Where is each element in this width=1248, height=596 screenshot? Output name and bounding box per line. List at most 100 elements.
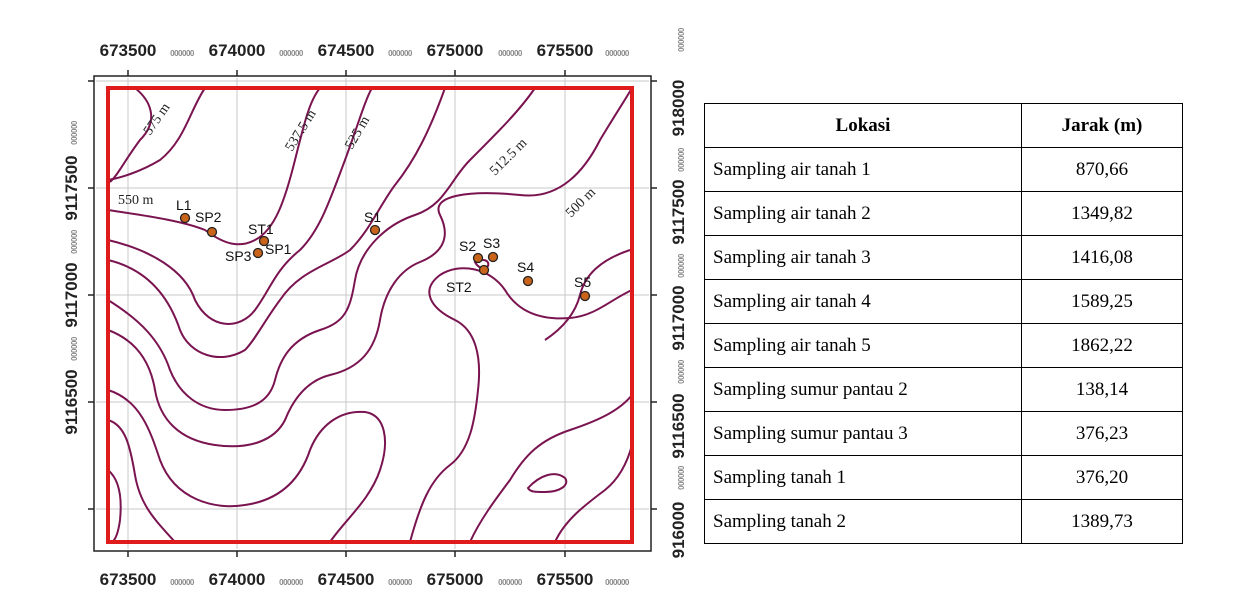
tick-marks [88,70,657,557]
x-tick-label: 673500 [100,570,157,589]
header-location: Lokasi [704,103,1022,148]
header-distance: Jarak (m) [1021,103,1183,148]
sample-points [179,212,591,302]
minor-tick-label: 000000 [70,229,79,254]
sample-point-S1 [369,224,381,236]
map-neatline [93,75,652,552]
point-label: SP3 [225,248,252,264]
cell-location: Sampling sumur pantau 2 [704,367,1022,412]
point-label: S5 [574,274,591,290]
cell-location: Sampling air tanah 3 [704,235,1022,280]
sample-point-ST2 [478,264,490,276]
y-tick-label: 9117000 [669,285,688,350]
y-tick-label: 918000 [669,80,688,137]
y-axis-right-labels: 918000 9117500 9117000 9116500 916000 00… [669,27,688,558]
x-tick-label: 674500 [318,41,375,60]
cell-distance: 1416,08 [1021,235,1183,280]
cell-distance: 138,14 [1021,367,1183,412]
y-tick-label: 916000 [669,502,688,559]
minor-tick-label: 000000 [677,253,686,278]
study-area-frame [106,86,634,544]
minor-tick-label: 000000 [388,49,413,58]
contour-label: 575 m [141,101,174,139]
minor-tick-label: 000000 [677,147,686,172]
minor-tick-label: 000000 [605,578,630,587]
x-tick-label: 674000 [209,41,266,60]
x-tick-label: 675500 [537,570,594,589]
y-tick-label: 9117000 [62,262,81,327]
point-label: SP2 [195,209,222,225]
minor-tick-label: 000000 [279,578,304,587]
point-label: ST2 [446,279,472,295]
point-label: S4 [517,259,534,275]
x-tick-label: 675500 [537,41,594,60]
point-label: SP1 [265,241,292,257]
minor-tick-label: 000000 [677,465,686,490]
point-label: S2 [459,238,476,254]
contour-label: 525 m [342,114,373,152]
x-tick-label: 674000 [209,570,266,589]
cell-location: Sampling sumur pantau 3 [704,411,1022,456]
contour-label: 500 m [563,185,599,221]
y-tick-label: 9116500 [669,393,688,458]
minor-tick-label: 000000 [70,336,79,361]
cell-distance: 376,23 [1021,411,1183,456]
cell-distance: 376,20 [1021,455,1183,500]
minor-tick-label: 000000 [70,120,79,145]
x-axis-top-labels: 673500 674000 674500 675000 675500 00000… [100,41,631,60]
minor-tick-label: 000000 [279,49,304,58]
y-tick-label: 9116500 [62,369,81,434]
cell-distance: 870,66 [1021,147,1183,192]
point-label: S1 [364,209,381,225]
sample-point-ST1 [258,235,270,247]
contour-label: 550 m [118,193,154,208]
x-tick-label: 674500 [318,570,375,589]
y-tick-label: 9117500 [669,179,688,244]
y-tick-label: 9117500 [62,155,81,220]
cell-location: Sampling air tanah 4 [704,279,1022,324]
contour-label: 512.5 m [487,136,530,179]
minor-tick-label: 000000 [388,578,413,587]
contour-map: 575 m 537.5 m 525 m 512.5 m 500 m 550 m … [62,27,688,589]
y-axis-left-labels: 9117500 9117000 9116500 000000 000000 00… [62,120,81,435]
cell-distance: 1862,22 [1021,323,1183,368]
cell-distance: 1349,82 [1021,191,1183,236]
sample-point-S4 [522,275,534,287]
contour-label: 537.5 m [283,107,320,154]
cell-location: Sampling air tanah 2 [704,191,1022,236]
point-label-group: L1 SP2 ST1 SP3 SP1 S1 S2 S3 ST2 S4 S5 [176,197,591,295]
cell-location: Sampling air tanah 1 [704,147,1022,192]
cell-distance: 1389,73 [1021,499,1183,544]
sample-point-SP2 [206,226,218,238]
sample-point-S3 [487,251,499,263]
x-tick-label: 673500 [100,41,157,60]
cell-distance: 1589,25 [1021,279,1183,324]
contour-lines [107,87,633,543]
cell-location: Sampling tanah 2 [704,499,1022,544]
minor-tick-label: 000000 [170,49,195,58]
minor-tick-label: 000000 [605,49,630,58]
table-header-row: Lokasi Jarak (m) [704,103,1183,148]
cell-location: Sampling air tanah 5 [704,323,1022,368]
sample-point-SP3 [252,247,264,259]
minor-tick-label: 000000 [170,578,195,587]
sample-point-L1 [179,212,191,224]
minor-tick-label: 000000 [498,578,523,587]
x-axis-bottom-labels: 673500 674000 674500 675000 675500 00000… [100,570,631,589]
point-label: S3 [483,235,500,251]
minor-tick-label: 000000 [498,49,523,58]
point-label: ST1 [248,221,274,237]
x-tick-label: 675000 [427,570,484,589]
sample-point-S2 [472,252,484,264]
point-label: L1 [176,197,192,213]
cell-location: Sampling tanah 1 [704,455,1022,500]
x-tick-label: 675000 [427,41,484,60]
